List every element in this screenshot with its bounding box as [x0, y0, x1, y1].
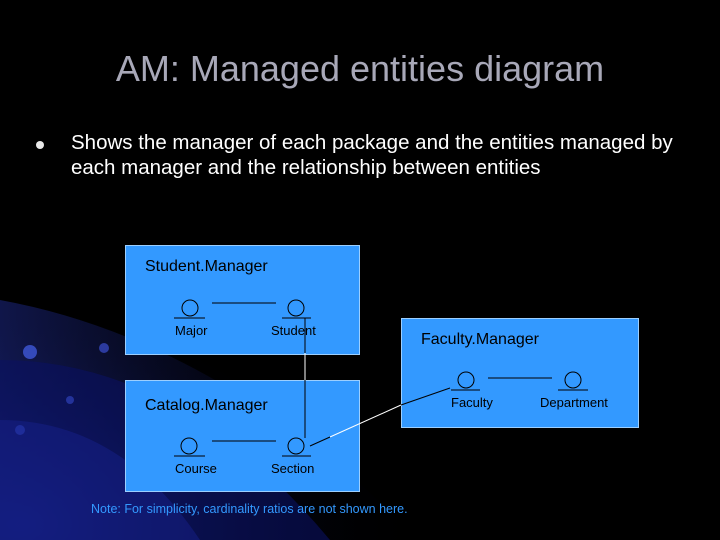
entity-label-department: Department — [540, 395, 608, 410]
entity-icon-department — [558, 371, 588, 391]
entity-icon-faculty — [451, 371, 480, 391]
entity-icon-major — [174, 299, 205, 319]
entity-label-course: Course — [175, 461, 217, 476]
entity-label-section: Section — [271, 461, 315, 476]
rel-faculty-section-outside — [329, 404, 402, 438]
bullet-text: Shows the manager of each package and th… — [71, 131, 673, 179]
rel-faculty-section-inside — [400, 387, 451, 406]
entity-icon-section — [282, 437, 311, 457]
student-manager-title: Student.Manager — [145, 258, 268, 275]
entity-label-faculty: Faculty — [451, 395, 493, 410]
catalog-manager-title: Catalog.Manager — [145, 397, 268, 414]
student-manager-package — [125, 245, 360, 355]
faculty-manager-package — [401, 318, 639, 428]
entity-icon-course — [174, 437, 205, 457]
slide-title: AM: Managed entities diagram — [115, 48, 605, 89]
footnote: Note: For simplicity, cardinality ratios… — [91, 502, 408, 516]
rel-faculty-section-catalog — [309, 436, 331, 447]
entity-icon-student — [282, 299, 311, 319]
bullet-marker — [36, 141, 44, 149]
catalog-manager-package — [125, 380, 360, 492]
entity-label-major: Major — [175, 323, 208, 338]
faculty-manager-title: Faculty.Manager — [421, 331, 539, 348]
